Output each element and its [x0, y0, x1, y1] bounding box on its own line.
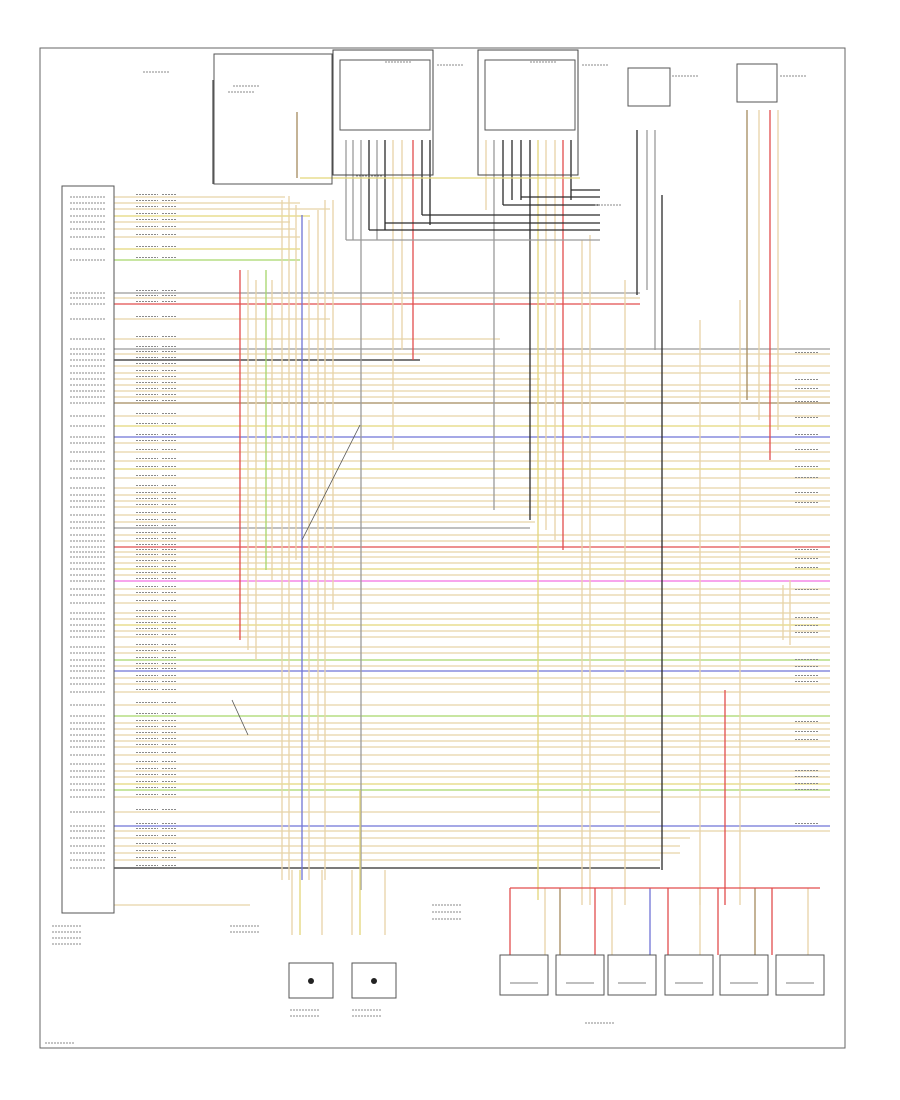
diagram-frame	[39, 47, 846, 1049]
pin-labels-layer	[45, 61, 819, 1044]
fuel-injector-2	[555, 954, 605, 996]
components-layer	[61, 49, 825, 999]
ignition-coil-module-1	[339, 59, 431, 131]
knock-sensor-2-symbol	[371, 978, 377, 984]
ignition-coil-module-2	[484, 59, 576, 131]
fuel-injector-3	[607, 954, 657, 996]
fuel-injector-4	[664, 954, 714, 996]
ignition-coil-connector-outline	[332, 49, 434, 176]
annotation-leader	[231, 699, 249, 736]
engine-control-module-box	[61, 185, 115, 914]
top-left-section-frame	[213, 53, 333, 185]
knock-sensor-1	[288, 962, 334, 999]
sensor-module-2	[736, 63, 778, 103]
fuel-injector-5	[719, 954, 769, 996]
annotation-leader	[301, 424, 361, 541]
fuel-injector-6	[775, 954, 825, 996]
knock-sensor-1-symbol	[308, 978, 314, 984]
fuel-injector-1	[499, 954, 549, 996]
knock-sensor-2	[351, 962, 397, 999]
ignition-coil-connector-outline-2	[477, 49, 579, 176]
sensor-module-1	[627, 67, 671, 107]
wires-layer	[114, 80, 830, 955]
